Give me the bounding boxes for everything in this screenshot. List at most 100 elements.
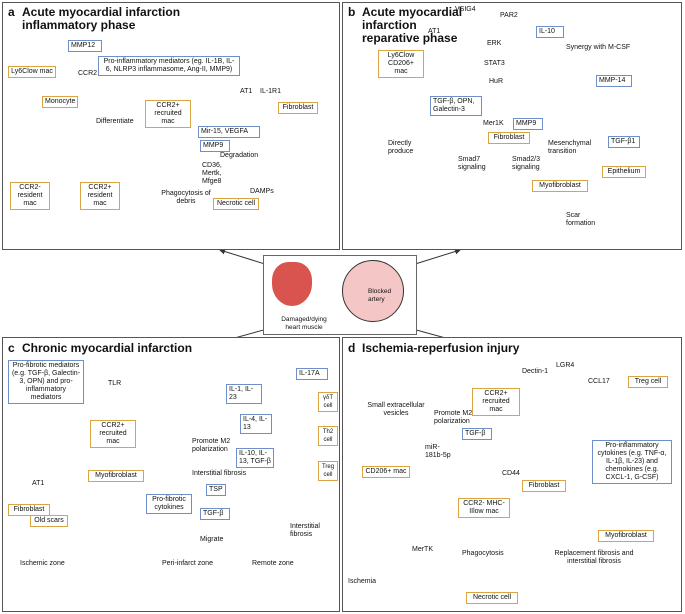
ccl17-label: CCL17 <box>588 378 610 385</box>
damps-label: DAMPs <box>250 188 274 195</box>
ischemia-label: Ischemia <box>348 578 377 585</box>
th2-label: Th2 cell <box>318 426 338 446</box>
fibroblast-d-label: Fibroblast <box>522 480 566 492</box>
tgfb1-box: TGF-β1 <box>608 136 640 148</box>
mir15-box: Mir-15, VEGFA <box>198 126 260 138</box>
center-box: Blocked artery Damaged/dying heart muscl… <box>263 255 417 335</box>
gdt-label: γδT cell <box>318 392 338 412</box>
tgfb-d-box: TGF-β <box>462 428 492 440</box>
cd44-label: CD44 <box>502 470 520 477</box>
artery-icon <box>342 260 404 322</box>
il4-box: IL-4, IL-13 <box>240 414 272 434</box>
remote-label: Remote zone <box>252 560 294 567</box>
mmp9-b-box: MMP9 <box>513 118 543 130</box>
panel-a-letter: a <box>8 5 15 19</box>
interstitial-2-label: Interstitial fibrosis <box>290 523 320 538</box>
ccr2-recruited-a-label: CCR2+ recruited mac <box>145 100 191 128</box>
panel-b-title-3: reparative phase <box>362 31 458 45</box>
at1-c-label: AT1 <box>32 480 45 487</box>
il10-c-box: IL-10, IL-13, TGF-β <box>236 448 274 468</box>
vsig4-label: VSIG4 <box>455 6 476 13</box>
epithelium-label: Epithelium <box>602 166 646 178</box>
scar-label: Scar formation <box>566 212 596 227</box>
mmp9-a-box: MMP9 <box>200 140 230 152</box>
tgf-opn-box: TGF-β, OPN, Galectin-3 <box>430 96 482 116</box>
ccr2-recruited-d-label: CCR2+ recruited mac <box>472 388 520 416</box>
smad7-label: Smad7 signaling <box>458 156 486 171</box>
periinfarct-label: Peri-infarct zone <box>162 560 213 567</box>
panel-a-title-1: Acute myocardial infarction <box>22 5 181 19</box>
il1-box: IL-1, IL-23 <box>226 384 262 404</box>
myofibroblast-b-label: Myofibroblast <box>532 180 588 192</box>
stat3-label: STAT3 <box>484 60 505 67</box>
mmp12-box: MMP12 <box>68 40 102 52</box>
panel-b-title-2: infarction <box>362 18 417 32</box>
il10-b-box: IL-10 <box>536 26 564 38</box>
old-scars-label: Old scars <box>30 515 68 527</box>
ccr2pos-resident-label: CCR2+ resident mac <box>80 182 120 210</box>
mertk-d-label: MerTK <box>412 546 433 553</box>
ccr2-label: CCR2 <box>78 70 98 77</box>
replacement-label: Replacement fibrosis and interstitial fi… <box>554 550 634 565</box>
panel-b-letter: b <box>348 5 356 19</box>
tsp-box: TSP <box>206 484 226 496</box>
panel-d-title: Ischemia-reperfusion injury <box>362 341 520 355</box>
myofibroblast-c-label: Myofibroblast <box>88 470 144 482</box>
profib-cytokines-box: Pro-fibrotic cytokines <box>146 494 192 514</box>
panel-d-letter: d <box>348 341 356 355</box>
migrate-label: Migrate <box>200 536 224 543</box>
degradation-label: Degradation <box>220 152 259 159</box>
small-ev-label: Small extracellular vesicles <box>367 402 425 417</box>
hur-label: HuR <box>489 78 504 85</box>
erk-label: ERK <box>487 40 502 47</box>
panel-c-title: Chronic myocardial infarction <box>22 341 193 355</box>
cd36-label: CD36, Mertk, Mfge8 <box>202 162 222 185</box>
panel-b <box>342 2 682 250</box>
il17a-box: IL-17A <box>296 368 328 380</box>
panel-c-letter: c <box>8 341 15 355</box>
phago-d-label: Phagocytosis <box>462 550 504 557</box>
phagocytosis-a-label: Phagocytosis of debris <box>161 190 211 205</box>
lgr4-label: LGR4 <box>556 362 575 369</box>
fibroblast-a-label: Fibroblast <box>278 102 318 114</box>
ros-label: ROS <box>386 484 402 491</box>
mesenchymal-label: Mesenchymal transition <box>548 140 592 155</box>
directly-label: Directly produce <box>388 140 414 155</box>
pro-inflam-box: Pro-inflammatory mediators (eg. IL-1B, I… <box>98 56 240 76</box>
ccr2-recruited-c-label: CCR2+ recruited mac <box>90 420 136 448</box>
blocked-artery-label: Blocked artery <box>368 288 392 303</box>
ischemic-label: Ischemic zone <box>20 560 65 567</box>
ly6c-mac-label: Ly6Clow mac <box>8 66 56 78</box>
synergy-label: Synergy with M-CSF <box>566 44 631 51</box>
at1-a-label: AT1 <box>240 88 253 95</box>
mir-label: miR-181b-5p <box>425 444 451 459</box>
at1-b-label: AT1 <box>428 28 441 35</box>
necrotic-a-label: Necrotic cell <box>213 198 259 210</box>
monocyte-label: Monocyte <box>42 96 78 108</box>
par2-label: PAR2 <box>500 12 518 19</box>
center-caption: Damaged/dying heart muscle <box>281 316 327 331</box>
differentiate-label: Differentiate <box>96 118 134 125</box>
ly6c-cd206-label: Ly6Clow CD206+ mac <box>378 50 424 78</box>
tlr-label: TLR <box>108 380 122 387</box>
treg-c-label: Treg cell <box>318 461 338 481</box>
mertk-b-label: Mer1K <box>483 120 504 127</box>
tgfb-c-box: TGF-β <box>200 508 230 520</box>
pro-cyt-box: Pro-inflammatory cytokines (e.g. TNF-α, … <box>592 440 672 484</box>
smad23-label: Smad2/3 signaling <box>512 156 541 171</box>
promote-d-label: Promote M2 polarization <box>434 410 473 425</box>
ccr2-mhc-label: CCR2- MHC-IIlow mac <box>458 498 510 518</box>
dectin-label: Dectin-1 <box>522 368 549 375</box>
cd206-label: CD206+ mac <box>362 466 410 478</box>
myofibroblast-d-label: Myofibroblast <box>598 530 654 542</box>
ccr2neg-resident-label: CCR2- resident mac <box>10 182 50 210</box>
il1r1-label: IL-1R1 <box>260 88 282 95</box>
profibrotic-box: Pro-fibrotic mediators (e.g. TGF-β, Gale… <box>8 360 84 404</box>
fibroblast-c-label: Fibroblast <box>8 504 50 516</box>
treg-d-label: Treg cell <box>628 376 668 388</box>
fibroblast-b-label: Fibroblast <box>488 132 530 144</box>
interstitial-1-label: Interstitial fibrosis <box>192 470 247 477</box>
necrotic-d-label: Necrotic cell <box>466 592 518 604</box>
heart-icon <box>272 262 312 306</box>
mmp14-box: MMP-14 <box>596 75 632 87</box>
